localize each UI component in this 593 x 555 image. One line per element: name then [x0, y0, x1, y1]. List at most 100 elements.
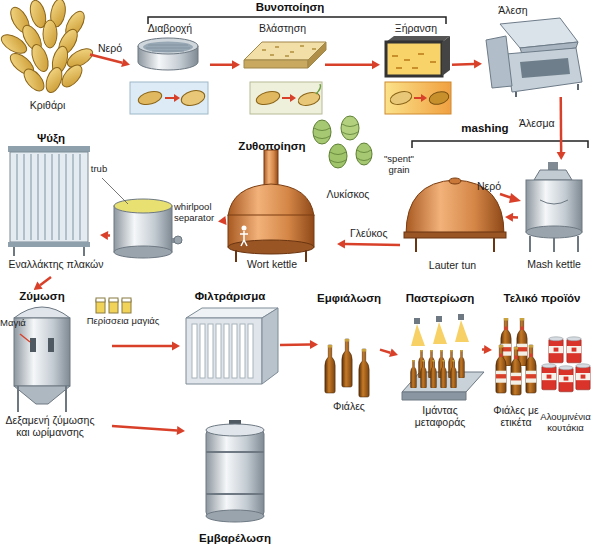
pasteurizer-conveyor	[421, 360, 427, 388]
steeping-sieve	[180, 88, 207, 108]
stage-title: Φιλτράρισμα	[180, 290, 280, 303]
yeast-glasses	[122, 298, 131, 302]
barley-grains	[43, 20, 57, 48]
fermentation-tank	[48, 338, 54, 352]
yeast-glasses	[96, 298, 105, 302]
flow-arrow	[337, 240, 400, 249]
mash-kettle	[526, 180, 582, 232]
arrow-head	[177, 426, 185, 435]
grain-mill	[516, 84, 578, 97]
water-arrow	[509, 193, 521, 203]
flow-arrow	[380, 348, 398, 357]
stage-label: Φιάλες	[318, 400, 380, 412]
arrow-head	[100, 231, 108, 240]
final-products	[567, 337, 581, 363]
flow-arrow	[112, 426, 185, 435]
kegging-stage: Εμβαρέλωση	[185, 410, 285, 550]
germination-tray	[255, 89, 281, 107]
flow-arrow	[452, 60, 482, 69]
bottles	[325, 345, 335, 393]
bottling-stage: ΕμφιάλωσηΦιάλες	[318, 292, 380, 420]
flow-arrow	[325, 60, 380, 69]
flow-arrow	[90, 55, 130, 68]
stage-label: Εναλλάκτης πλακών	[2, 258, 110, 270]
arrow-head	[372, 60, 380, 69]
final-products	[496, 318, 590, 395]
steeping-sieve	[137, 89, 163, 107]
kiln	[386, 42, 442, 76]
mash-kettle	[526, 162, 582, 252]
stage-title: Ζυθοποίηση	[222, 140, 322, 153]
annotation-label: Φιάλες με ετικέτα	[490, 404, 542, 428]
mash-kettle	[530, 236, 578, 252]
flow-arrow	[482, 345, 492, 354]
flow-line	[112, 426, 177, 430]
lauter-tun	[449, 178, 461, 184]
arrow-head	[34, 282, 43, 290]
stage-label: Βλάστηση	[240, 22, 325, 34]
annotation-label: trub	[84, 164, 114, 175]
annotation-label: Βυνοποίηση	[235, 1, 345, 14]
stage-title: Ψύξη	[2, 132, 100, 145]
flow-line	[513, 216, 518, 219]
flow-line	[210, 64, 232, 67]
annotation-label: Περίσσεια μαγιάς	[84, 316, 162, 327]
beer-keg	[206, 430, 264, 516]
water-arrow	[500, 193, 521, 203]
filter-press	[240, 324, 245, 378]
final-product-stage: Τελικό προϊόν	[492, 292, 592, 392]
pasteurizer-conveyor	[458, 314, 464, 320]
kiln	[389, 89, 413, 106]
arrow-head	[505, 213, 513, 222]
cooling-stage: ΨύξηΕναλλάκτης πλακών	[2, 132, 100, 277]
stage-label: Ιμάντας μεταφοράς	[398, 404, 482, 428]
stage-label: Δεξαμενή ζύμωσης και ωρίμανσης	[0, 414, 100, 438]
stage-label: Κριθάρι	[5, 99, 90, 111]
arrow-head	[484, 345, 492, 354]
flow-line	[380, 350, 390, 353]
flow-line	[345, 243, 400, 246]
flow-line	[112, 345, 172, 348]
filter-press	[248, 324, 253, 378]
barley-grains	[0, 0, 96, 95]
filter-press	[216, 324, 221, 378]
pasteurizer-conveyor	[436, 316, 442, 322]
wort-kettle	[242, 226, 247, 231]
whirlpool-tank	[102, 178, 128, 204]
whirlpool-tank	[114, 199, 172, 213]
kiln	[421, 94, 427, 102]
hops-cones	[313, 120, 331, 144]
arrow-head	[172, 342, 180, 351]
flow-arrow	[100, 231, 110, 240]
fermentation-tank	[18, 386, 66, 412]
steeping-sieve	[174, 94, 180, 102]
plate-heat-exchanger	[17, 154, 80, 240]
pasteurizer-conveyor	[411, 360, 417, 388]
filter-press	[186, 308, 278, 384]
filter-press	[224, 324, 229, 378]
annotation-label: Αλουμινένια κουτάκια	[538, 412, 593, 434]
plate-heat-exchanger	[8, 146, 90, 152]
final-products	[511, 347, 521, 395]
whirlpool-stage: whirlpool separator	[110, 190, 218, 260]
steeping-sieve	[146, 45, 190, 51]
kilning-stage: Ξήρανση	[380, 22, 452, 117]
flow-line	[482, 348, 484, 351]
filter-press	[192, 324, 197, 378]
edge-label: Νερό	[98, 42, 122, 54]
barley-grains	[43, 65, 65, 94]
flow-line	[325, 64, 372, 67]
mash-kettle	[526, 226, 582, 238]
arrow-head	[232, 60, 240, 69]
hops-cones	[341, 116, 359, 140]
germination-tray	[244, 42, 326, 114]
yeast-glasses	[109, 298, 118, 302]
annotation-label: Μαγιά	[0, 318, 32, 329]
beer-keg	[206, 510, 264, 522]
barley-grains	[29, 42, 52, 73]
germination-tray	[262, 46, 316, 56]
pasteurizer-conveyor	[411, 324, 425, 346]
pasteurizing-stage: ΠαστερίωσηΙμάντας μεταφοράς	[398, 292, 482, 432]
lauter-tun	[406, 180, 504, 234]
